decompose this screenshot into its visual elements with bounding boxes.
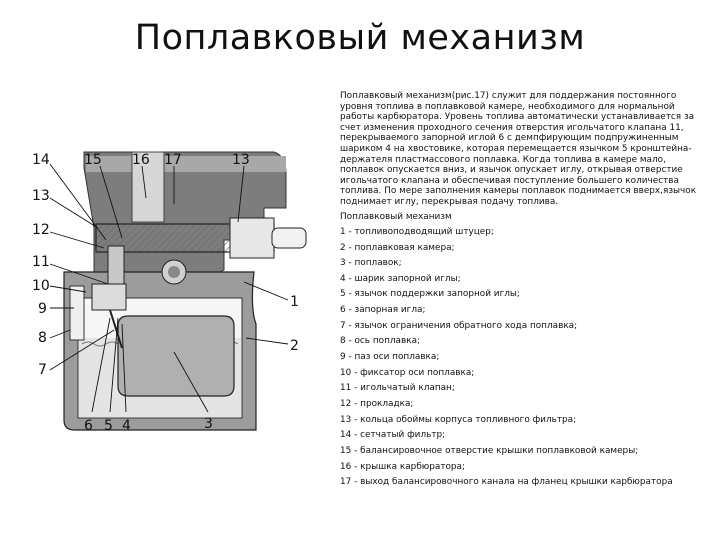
- label-11: 11: [32, 254, 50, 270]
- balance-channel-shape: [131, 151, 165, 223]
- legend-item: 2 - поплавковая камера;: [340, 242, 455, 253]
- legend-item: 17 - выход балансировочного канала на фл…: [340, 477, 673, 488]
- description-paragraph: Поплавковый механизм(рис.17) служит для …: [340, 91, 697, 207]
- legend-item: 16 - крышка карбюратора;: [340, 461, 465, 472]
- legend-item: 13 - кольца обоймы корпуса топливного фи…: [340, 414, 577, 425]
- fitting-nut-shape: [229, 217, 275, 259]
- legend-item: 10 - фиксатор оси поплавка;: [340, 367, 475, 378]
- label-1: 1: [290, 294, 299, 310]
- legend-item: 8 - ось поплавка;: [340, 336, 421, 347]
- legend-item: 7 - язычок ограничения обратного хода по…: [340, 320, 578, 331]
- label-9: 9: [38, 301, 47, 317]
- label-13: 13: [32, 188, 50, 204]
- figure-caption: Поплавковый механизм: [340, 211, 452, 222]
- legend-item: 6 - запорная игла;: [340, 305, 426, 316]
- axis-groove-shape: [69, 285, 85, 341]
- label-8: 8: [38, 330, 47, 346]
- needle-tongue-shape: [109, 309, 123, 349]
- label-3: 3: [204, 416, 213, 432]
- float-mechanism-diagram: 14 15 16 17 13 13 12 11 10 9 8 7 1 2 3 6…: [32, 151, 307, 434]
- label-12: 12: [32, 222, 50, 238]
- legend-item: 12 - прокладка;: [340, 398, 414, 409]
- legend-item: 4 - шарик запорной иглы;: [340, 273, 461, 284]
- label-4: 4: [122, 418, 131, 434]
- inlet-nozzle-shape: [271, 227, 307, 249]
- valve-seat-shape: [91, 283, 127, 311]
- label-15: 15: [84, 152, 102, 168]
- label-5: 5: [104, 418, 113, 434]
- cover-highlight-shape: [86, 156, 286, 172]
- float-mechanism-figure: 14 15 16 17 13 13 12 11 10 9 8 7 1 2 3 6…: [24, 148, 324, 440]
- parts-legend: 1 - топливоподводящий штуцер; 2 - поплав…: [340, 227, 708, 488]
- label-13-top: 13: [232, 152, 250, 168]
- label-14: 14: [32, 152, 50, 168]
- legend-item: 15 - балансировочное отверстие крышки по…: [340, 445, 639, 456]
- label-2: 2: [290, 338, 299, 354]
- legend-item: 1 - топливоподводящий штуцер;: [340, 226, 494, 237]
- label-10: 10: [32, 278, 50, 294]
- legend-item: 11 - игольчатый клапан;: [340, 383, 455, 394]
- text-column: Поплавковый механизм(рис.17) служит для …: [340, 91, 708, 493]
- label-6: 6: [84, 418, 93, 434]
- balance-hole-core-shape: [168, 266, 180, 278]
- legend-item: 14 - сетчатый фильтр;: [340, 430, 446, 441]
- leader-lines: [49, 163, 289, 413]
- legend-item: 5 - язычок поддержки запорной иглы;: [340, 289, 520, 300]
- label-17: 17: [164, 152, 182, 168]
- label-16: 16: [132, 152, 150, 168]
- legend-item: 9 - паз оси поплавка;: [340, 352, 440, 363]
- label-7: 7: [38, 362, 47, 378]
- slide-title: Поплавковый механизм: [134, 18, 586, 58]
- legend-item: 3 - поплавок;: [340, 258, 402, 269]
